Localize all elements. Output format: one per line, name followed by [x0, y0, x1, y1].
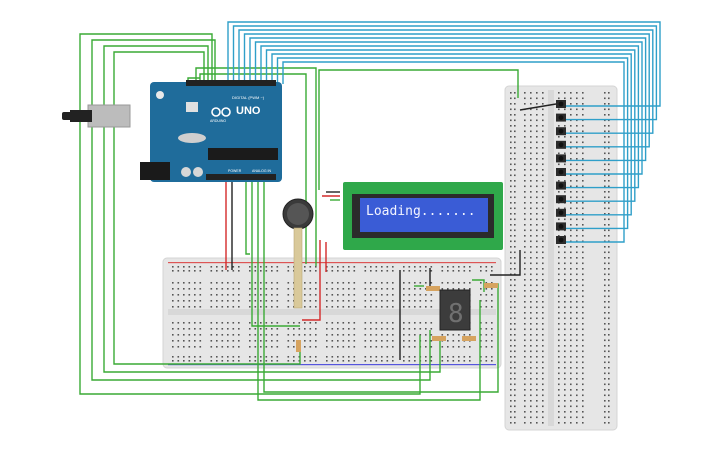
- lcd-display[interactable]: Loading.......: [343, 182, 503, 250]
- push-button-cap: [558, 128, 564, 134]
- push-button-cap: [558, 237, 564, 243]
- arduino-infinity-icon: [211, 107, 231, 117]
- digital-header-label: DIGITAL (PWM ~): [232, 95, 265, 100]
- resistor[interactable]: [432, 336, 446, 341]
- resistor[interactable]: [462, 336, 476, 341]
- push-button-cap: [558, 169, 564, 175]
- seven-segment-display[interactable]: 8: [439, 289, 471, 331]
- resistor[interactable]: [484, 283, 498, 288]
- resistor[interactable]: [426, 286, 440, 291]
- push-button-cap: [558, 142, 564, 148]
- lcd-text: Loading.......: [366, 204, 476, 219]
- uno-brand: UNO: [236, 105, 261, 117]
- push-button-cap: [558, 115, 564, 120]
- push-button-cap: [558, 196, 564, 202]
- resistor[interactable]: [296, 340, 301, 352]
- push-button-cap: [558, 210, 564, 216]
- side-breadboard[interactable]: [504, 85, 618, 431]
- push-button-column[interactable]: [556, 100, 566, 244]
- push-button-cap: [558, 183, 564, 189]
- analog-header-label: ANALOG IN: [252, 169, 272, 173]
- arduino-uno-board[interactable]: UNO ARDUINO DIGITAL (PWM ~) POWER ANALOG…: [62, 80, 282, 182]
- seven-segment-digit: 8: [448, 299, 464, 329]
- push-button-cap: [558, 224, 564, 229]
- blue-wires: [227, 21, 661, 243]
- power-header-label: POWER: [228, 169, 242, 173]
- push-button-cap: [558, 156, 564, 161]
- other-wires: [225, 69, 557, 360]
- arduino-logo-text: ARDUINO: [210, 119, 226, 123]
- push-button-cap: [558, 101, 564, 107]
- force-sensor[interactable]: [282, 198, 314, 309]
- green-wires: [79, 33, 499, 401]
